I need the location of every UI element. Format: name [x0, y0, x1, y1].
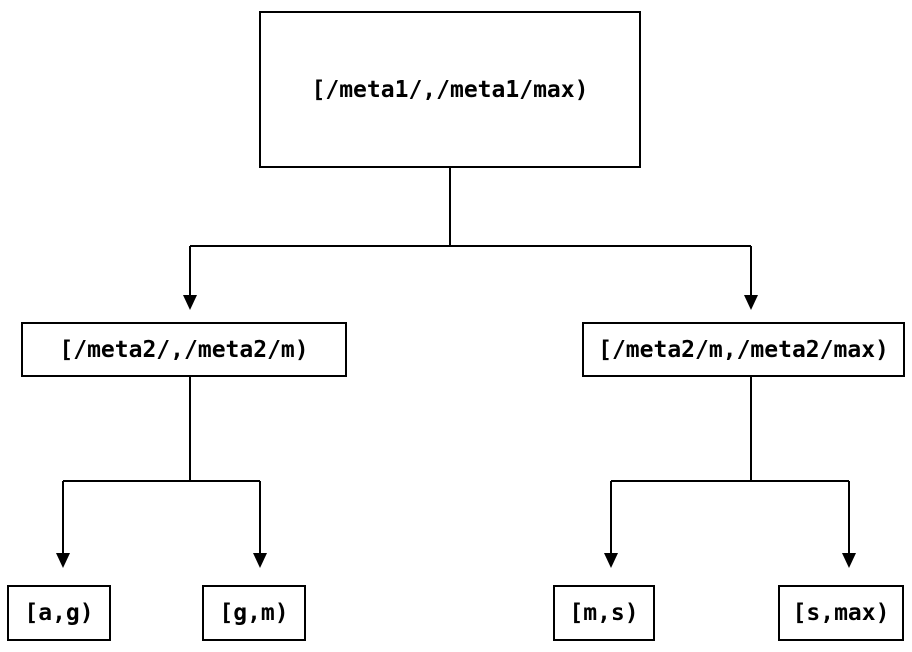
- tree-node-leaf-smax-label: [s,max): [792, 600, 890, 626]
- tree-node-mid-right: [/meta2/m,/meta2/max): [582, 322, 905, 377]
- arrowhead-mid-left: [183, 295, 197, 310]
- tree-node-leaf-ms-label: [m,s): [569, 600, 639, 626]
- arrowhead-leaf-smax: [842, 553, 856, 568]
- tree-node-mid-left-label: [/meta2/,/meta2/m): [59, 336, 309, 363]
- arrowhead-mid-right: [744, 295, 758, 310]
- arrowhead-leaf-ms: [604, 553, 618, 568]
- tree-node-leaf-smax: [s,max): [778, 585, 904, 641]
- tree-node-leaf-gm-label: [g,m): [219, 600, 289, 626]
- tree-node-leaf-ms: [m,s): [553, 585, 655, 641]
- tree-node-leaf-gm: [g,m): [202, 585, 306, 641]
- tree-node-leaf-ag-label: [a,g): [24, 600, 94, 626]
- arrowhead-leaf-gm: [253, 553, 267, 568]
- tree-node-leaf-ag: [a,g): [7, 585, 111, 641]
- arrowhead-leaf-ag: [56, 553, 70, 568]
- tree-node-mid-right-label: [/meta2/m,/meta2/max): [598, 336, 889, 363]
- tree-node-mid-left: [/meta2/,/meta2/m): [21, 322, 347, 377]
- tree-node-root: [/meta1/,/meta1/max): [259, 11, 641, 168]
- tree-node-root-label: [/meta1/,/meta1/max): [311, 76, 589, 103]
